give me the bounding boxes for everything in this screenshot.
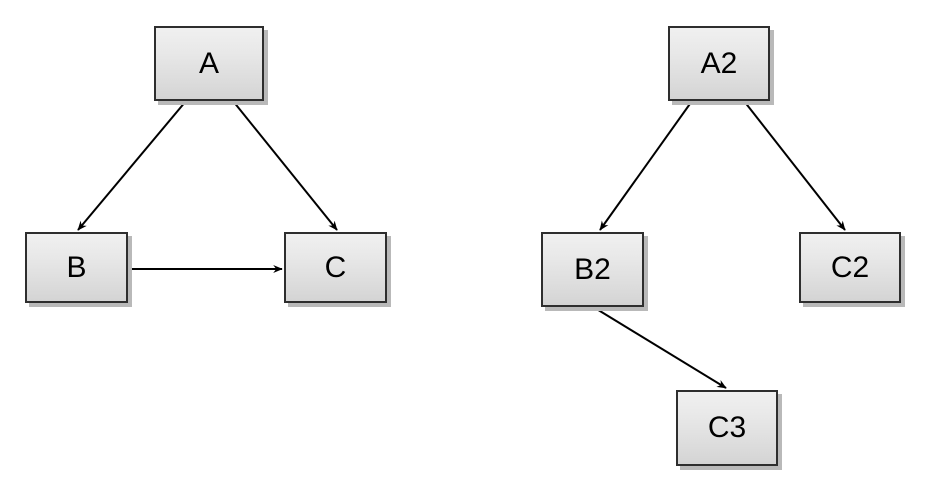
node-b2[interactable]: B2 (541, 232, 644, 307)
node-c[interactable]: C (284, 232, 387, 303)
node-label-c2: C2 (830, 250, 870, 284)
node-label-b: B (66, 250, 87, 284)
edge-a-to-c[interactable] (232, 100, 338, 231)
edge-a2-to-b2[interactable] (599, 100, 693, 231)
node-a2[interactable]: A2 (668, 26, 770, 101)
node-c3[interactable]: C3 (676, 390, 778, 466)
node-b[interactable]: B (25, 232, 128, 303)
node-c2[interactable]: C2 (799, 232, 901, 303)
node-label-b2: B2 (574, 252, 611, 286)
node-label-a2: A2 (700, 46, 738, 80)
node-a[interactable]: A (154, 26, 264, 101)
edge-a-to-b[interactable] (77, 100, 187, 231)
edges-group (77, 100, 846, 389)
edge-b2-to-c3[interactable] (594, 307, 727, 389)
node-label-a: A (198, 46, 219, 80)
edge-a2-to-c2[interactable] (743, 100, 846, 231)
node-label-c3: C3 (707, 411, 747, 444)
node-label-c: C (324, 250, 347, 284)
